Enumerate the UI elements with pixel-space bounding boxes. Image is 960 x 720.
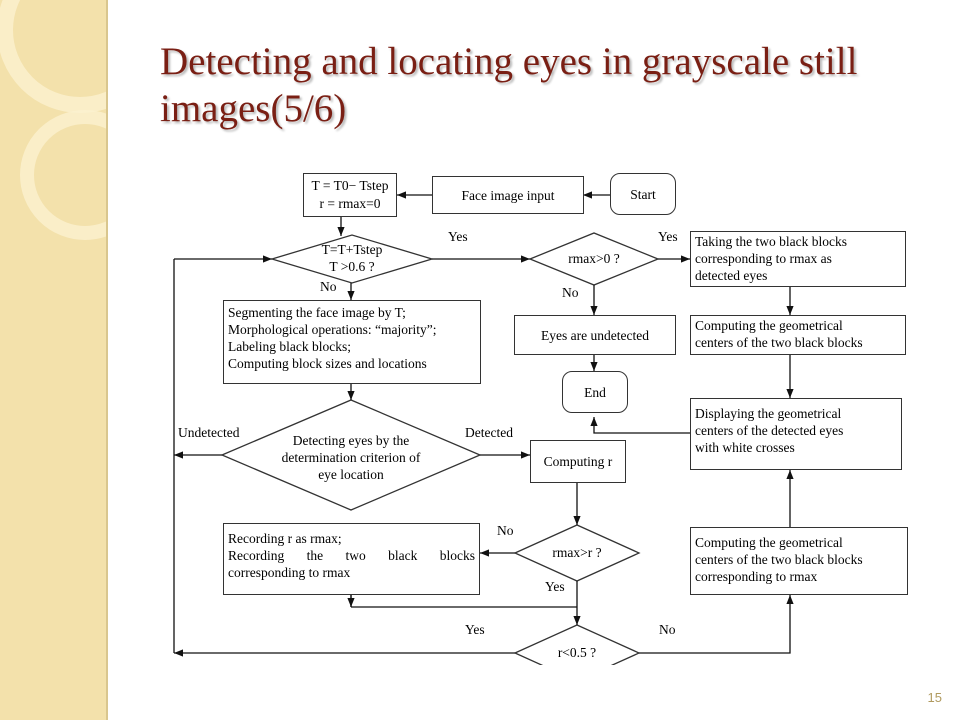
init-line-2: r = rmax=0 (319, 196, 381, 211)
take-line-1: Taking the two black blocks (695, 234, 848, 249)
r-lt-threshold-text: r<0.5 ? (557, 645, 597, 660)
take-two-blocks-box: Taking the two black blocks correspondin… (690, 231, 906, 287)
label-no-4: No (659, 622, 676, 637)
flowchart-connectors (173, 191, 794, 665)
label-undetected: Undetected (178, 425, 240, 440)
label-yes-4: Yes (465, 622, 485, 637)
decorative-sidebar (0, 0, 108, 720)
record-line-3: corresponding to rmax (228, 565, 351, 580)
eyes-undetected-box: Eyes are undetected (514, 315, 676, 355)
label-detected: Detected (465, 425, 513, 440)
segmentation-box: Segmenting the face image by T; Morpholo… (223, 300, 481, 384)
record-line-1: Recording r as rmax; (228, 531, 342, 546)
centers-box-1: Computing the geometrical centers of the… (690, 315, 906, 355)
record-box: Recording r as rmax; Recording the two b… (223, 523, 480, 595)
label-no-1: No (320, 279, 337, 294)
detect-eyes-text: Detecting eyes by the determination crit… (256, 432, 446, 483)
centers1-line-1: Computing the geometrical (695, 318, 843, 333)
rmax-positive-text: rmax>0 ? (568, 251, 620, 266)
flowchart: Start Face image input T = T0− Tstep r =… (160, 165, 940, 665)
start-terminal: Start (610, 173, 676, 215)
centers-box-2: Computing the geometrical centers of the… (690, 527, 908, 595)
rmax-gt-r-text: rmax>r ? (552, 545, 602, 560)
init-box: T = T0− Tstep r = rmax=0 (303, 173, 397, 217)
centers1-line-2: centers of the two black blocks (695, 335, 863, 350)
threshold-decision-text: T=T+Tstep T >0.6 ? (312, 241, 392, 275)
threshold-line-1: T=T+Tstep (321, 242, 383, 257)
label-yes-2: Yes (658, 229, 678, 244)
display-line-3: with white crosses (695, 440, 795, 455)
init-line-1: T = T0− Tstep (311, 178, 389, 193)
label-yes-1: Yes (448, 229, 468, 244)
display-centers-box: Displaying the geometrical centers of th… (690, 398, 902, 470)
slide-title: Detecting and locating eyes in grayscale… (160, 40, 858, 130)
record-line-2: Recording the two black blocks (228, 548, 475, 563)
centers2-line-2: centers of the two black blocks (695, 552, 863, 567)
display-line-2: centers of the detected eyes (695, 423, 844, 438)
seg-line-3: Labeling black blocks; (228, 339, 351, 354)
centers2-line-1: Computing the geometrical (695, 535, 843, 550)
sidebar-circles (0, 0, 106, 240)
detect-line-2: determination criterion of (281, 450, 421, 465)
label-no-2: No (562, 285, 579, 300)
label-yes-3: Yes (545, 579, 565, 594)
compute-r-box: Computing r (530, 440, 626, 483)
threshold-line-2: T >0.6 ? (329, 259, 375, 274)
rmax-gt-r-decision (513, 524, 641, 582)
slide-number: 15 (927, 690, 942, 705)
end-terminal: End (562, 371, 628, 413)
label-no-3: No (497, 523, 514, 538)
seg-line-2: Morphological operations: “majority”; (228, 322, 437, 337)
detect-line-1: Detecting eyes by the (292, 433, 410, 448)
seg-line-4: Computing block sizes and locations (228, 356, 427, 371)
take-line-2: corresponding to rmax as (695, 251, 832, 266)
seg-line-1: Segmenting the face image by T; (228, 305, 406, 320)
face-input-box: Face image input (432, 176, 584, 214)
detect-line-3: eye location (318, 467, 384, 482)
centers2-line-3: corresponding to rmax (695, 569, 818, 584)
display-line-1: Displaying the geometrical (695, 406, 842, 421)
take-line-3: detected eyes (695, 268, 768, 283)
